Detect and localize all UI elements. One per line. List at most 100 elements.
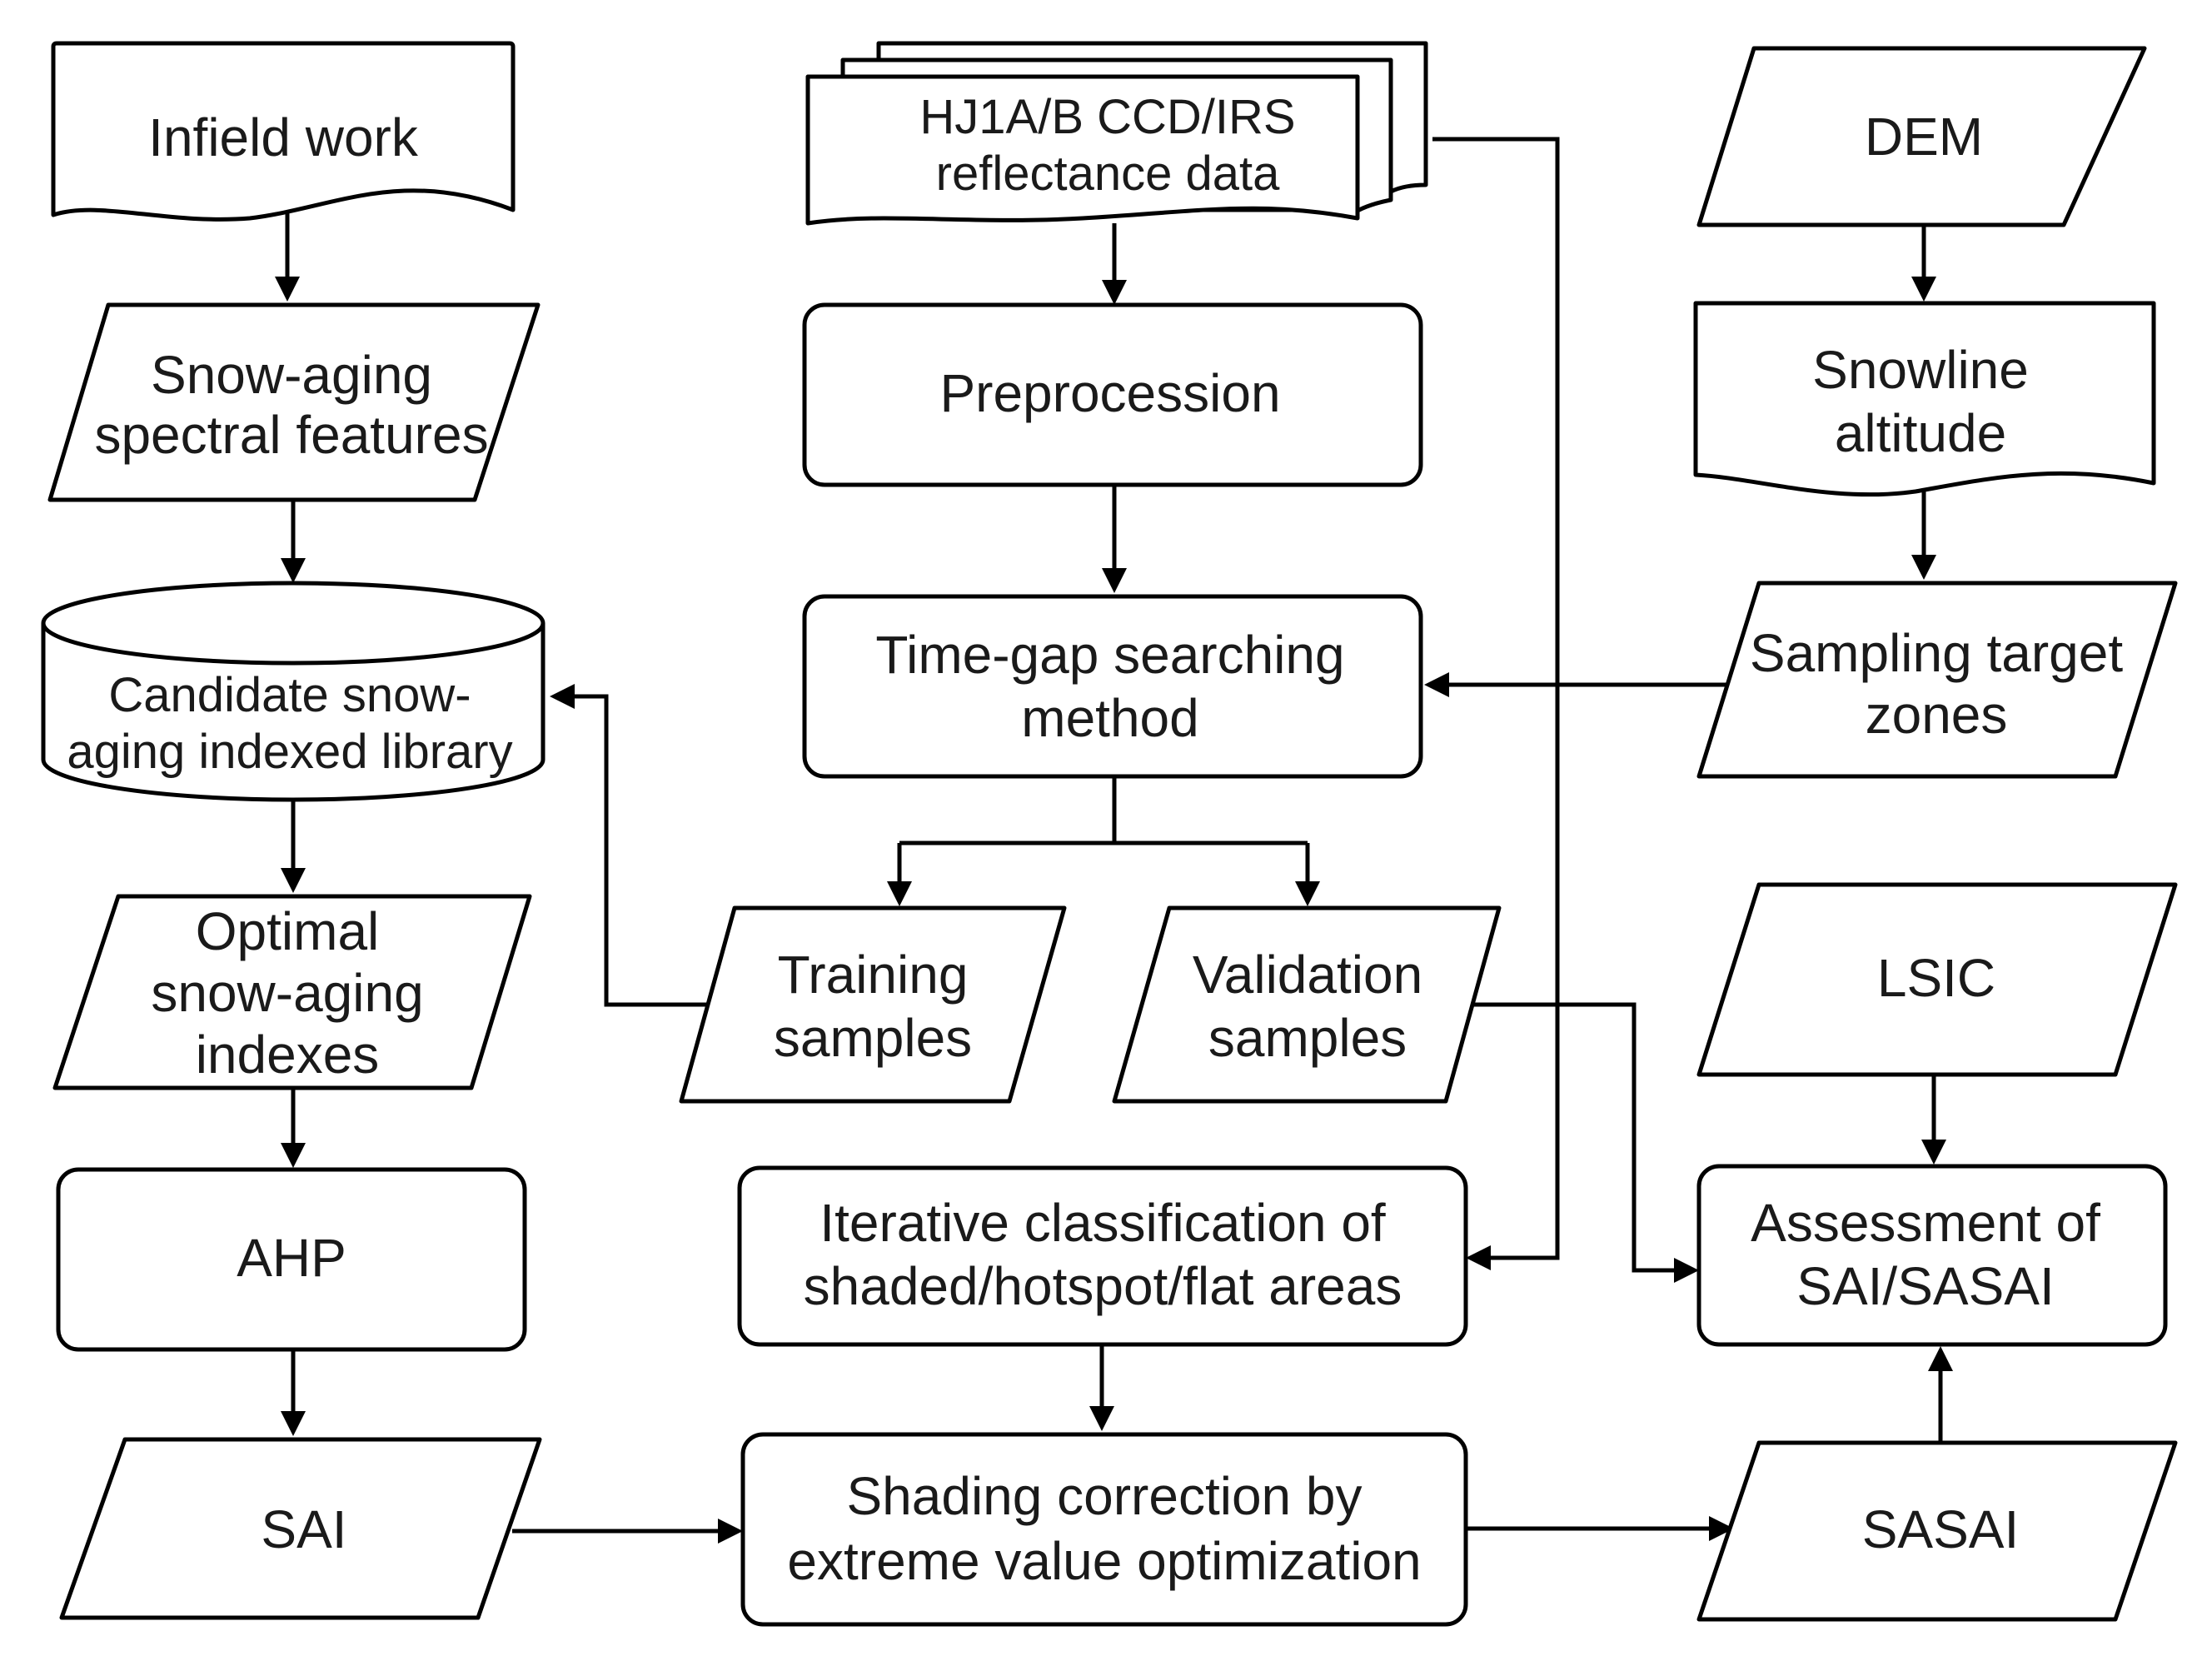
- node-label-line: Snow-aging: [151, 345, 432, 405]
- node-label-line: method: [1021, 688, 1198, 748]
- node-infield-work: Infield work: [51, 41, 516, 222]
- arrowhead: [1102, 568, 1127, 593]
- node-label-line: SAI/SASAI: [1796, 1256, 2054, 1316]
- node-label-line: Training: [778, 945, 969, 1005]
- arrowhead: [1928, 1346, 1953, 1371]
- svg-text:Training: Training: [778, 945, 969, 1005]
- svg-text:altitude: altitude: [1835, 403, 2006, 463]
- node-ahp: AHP: [56, 1167, 527, 1352]
- svg-text:zones: zones: [1866, 685, 2008, 745]
- node-label: SASAI: [1862, 1499, 2020, 1559]
- arrowhead: [1911, 277, 1936, 302]
- svg-text:SAI: SAI: [261, 1499, 346, 1559]
- node-candidate-library: Candidate snow- aging indexed library: [41, 581, 546, 802]
- svg-text:samples: samples: [774, 1008, 972, 1068]
- node-label-line: shaded/hotspot/flat areas: [804, 1256, 1402, 1316]
- arrowhead: [1102, 280, 1127, 305]
- node-hj-data: HJ1A/B CCD/IRS reflectance data: [805, 41, 1428, 226]
- svg-text:SAI/SASAI: SAI/SASAI: [1796, 1256, 2054, 1316]
- node-optimal-indexes: Optimal snow-aging indexes: [52, 894, 532, 1090]
- node-label: Preprocession: [939, 363, 1280, 423]
- svg-text:snow-aging: snow-aging: [151, 963, 423, 1023]
- node-label-line: altitude: [1835, 403, 2006, 463]
- node-label-line: reflectance data: [936, 147, 1280, 201]
- node-label-line: Optimal: [196, 901, 380, 961]
- node-sai: SAI: [59, 1437, 542, 1620]
- node-label-line: snow-aging: [151, 963, 423, 1023]
- node-preprocession: Preprocession: [802, 302, 1423, 487]
- node-snowline-altitude: Snowline altitude: [1693, 301, 2156, 497]
- svg-text:shaded/hotspot/flat areas: shaded/hotspot/flat areas: [804, 1256, 1402, 1316]
- node-snow-aging-features: Snow-aging spectral features: [47, 302, 541, 502]
- svg-text:Time-gap searching: Time-gap searching: [875, 625, 1344, 685]
- svg-text:SASAI: SASAI: [1862, 1499, 2020, 1559]
- node-assessment: Assessment of SAI/SASAI: [1696, 1164, 2168, 1347]
- svg-text:aging indexed library: aging indexed library: [67, 725, 512, 779]
- svg-text:Shading correction by: Shading correction by: [846, 1466, 1362, 1526]
- node-training-samples: Training samples: [679, 905, 1067, 1104]
- arrowhead: [887, 881, 912, 906]
- node-label-line: samples: [774, 1008, 972, 1068]
- arrowhead: [281, 868, 306, 893]
- svg-text:spectral features: spectral features: [94, 405, 488, 465]
- node-sampling-zones: Sampling target zones: [1696, 581, 2178, 779]
- arrowhead: [550, 684, 575, 709]
- arrowhead: [275, 277, 300, 302]
- node-label-line: samples: [1208, 1008, 1407, 1068]
- arrowhead: [1674, 1258, 1699, 1283]
- svg-text:method: method: [1021, 688, 1198, 748]
- svg-text:Validation: Validation: [1193, 945, 1422, 1005]
- node-label-line: extreme value optimization: [787, 1531, 1421, 1591]
- node-label: AHP: [237, 1228, 346, 1288]
- edge-hj-to-iterative: [1432, 137, 1560, 1260]
- node-label-line: spectral features: [94, 405, 488, 465]
- svg-text:Infield work: Infield work: [148, 107, 419, 167]
- svg-text:Iterative classification of: Iterative classification of: [820, 1193, 1386, 1253]
- arrowhead: [1424, 672, 1449, 697]
- node-label-line: Candidate snow-: [108, 668, 471, 722]
- svg-text:HJ1A/B CCD/IRS: HJ1A/B CCD/IRS: [919, 90, 1295, 144]
- svg-text:DEM: DEM: [1865, 107, 1983, 167]
- node-lsic: LSIC: [1696, 882, 2178, 1077]
- edge-training-to-library: [575, 694, 708, 1007]
- svg-text:Optimal: Optimal: [196, 901, 380, 961]
- node-iterative-classification: Iterative classification of shaded/hotsp…: [737, 1165, 1468, 1347]
- node-label-line: Assessment of: [1751, 1193, 2100, 1253]
- svg-text:Candidate snow-: Candidate snow-: [108, 668, 471, 722]
- arrowhead: [1466, 1245, 1491, 1270]
- arrowhead: [1911, 555, 1936, 580]
- node-label-line: indexes: [196, 1025, 380, 1085]
- node-validation-samples: Validation samples: [1112, 905, 1502, 1104]
- svg-text:Sampling target: Sampling target: [1750, 623, 2123, 683]
- svg-text:samples: samples: [1208, 1008, 1407, 1068]
- node-label: LSIC: [1877, 948, 1995, 1008]
- arrowhead: [1921, 1140, 1946, 1165]
- node-label: SAI: [261, 1499, 346, 1559]
- node-label: Infield work: [148, 107, 419, 167]
- arrowhead: [1295, 881, 1320, 906]
- arrowhead: [1089, 1406, 1114, 1431]
- arrowhead: [281, 1411, 306, 1436]
- node-sasai: SASAI: [1696, 1440, 2178, 1622]
- connectors: [275, 137, 1953, 1544]
- svg-text:Assessment of: Assessment of: [1751, 1193, 2100, 1253]
- node-label-line: zones: [1866, 685, 2008, 745]
- node-label-line: HJ1A/B CCD/IRS: [919, 90, 1295, 144]
- node-label-line: Time-gap searching: [875, 625, 1344, 685]
- node-label: DEM: [1865, 107, 1983, 167]
- svg-text:indexes: indexes: [196, 1025, 380, 1085]
- svg-text:reflectance data: reflectance data: [936, 147, 1280, 201]
- edge-validation-to-assessment: [1474, 1002, 1674, 1273]
- svg-text:Preprocession: Preprocession: [939, 363, 1280, 423]
- arrowhead: [718, 1519, 743, 1544]
- node-label-line: Sampling target: [1750, 623, 2123, 683]
- node-label-line: Snowline: [1812, 340, 2029, 400]
- svg-text:Snowline: Snowline: [1812, 340, 2029, 400]
- node-dem: DEM: [1696, 46, 2147, 227]
- svg-text:LSIC: LSIC: [1877, 948, 1995, 1008]
- arrowhead: [1709, 1516, 1734, 1541]
- svg-text:extreme value optimization: extreme value optimization: [787, 1531, 1421, 1591]
- arrowhead: [281, 558, 306, 583]
- edge-timegap-split: [897, 776, 1310, 881]
